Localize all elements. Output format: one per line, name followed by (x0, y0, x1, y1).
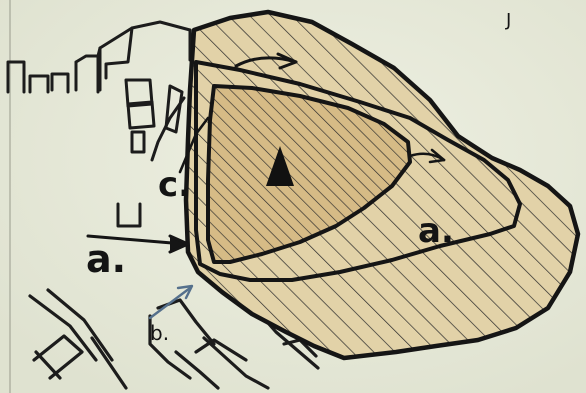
label-a-left: a. (86, 237, 126, 281)
label-c: c. (158, 165, 191, 205)
label-b: b. (150, 321, 169, 345)
label-a-right: a. (418, 211, 454, 251)
corner-mark: J (505, 10, 511, 31)
